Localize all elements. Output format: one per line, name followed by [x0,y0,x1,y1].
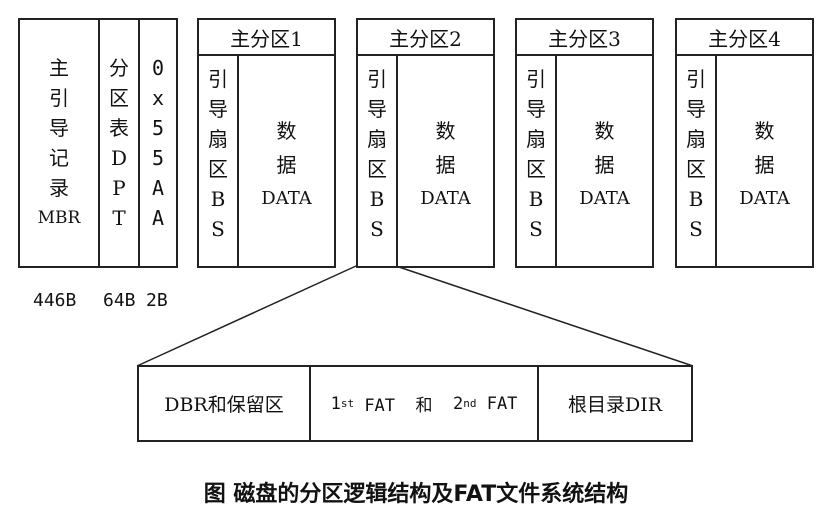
partition-3: 主分区3 引 导 扇 区 B S 数 据 DATA [515,18,654,268]
bs-char: S [211,217,225,241]
bs-char: 导 [526,97,546,121]
bs-char: 扇 [686,127,706,151]
data-char: 据 [435,153,456,177]
root-dir-label: 根目录DIR [567,394,663,416]
bs-char: B [210,187,226,211]
boot-sector-col: 引 导 扇 区 B S [677,54,717,266]
mbr-label: 主 引 导 记 录 MBR [20,20,98,266]
bs-char: 扇 [367,127,387,151]
mbr-char: 主 [49,56,69,80]
sig-char: 0 [151,56,165,80]
fat2-number: 2 [452,393,464,414]
sig-char: A [151,206,165,230]
sig-char: 5 [151,146,165,170]
data-char: 数 [435,119,456,143]
bs-char: 区 [526,157,546,181]
partition-title: 主分区1 [199,20,334,56]
zoom-line-left [136,265,357,367]
data-col: 数 据 DATA [557,54,652,266]
sig-size-label: 2B [146,290,168,311]
data-char: 据 [594,153,615,177]
data-char: 据 [276,153,297,177]
partition-title: 主分区2 [358,20,493,56]
dpt-char: 表 [109,116,129,140]
partition-title: 主分区4 [677,20,812,56]
dpt-block: 分 区 表 D P T [98,18,140,268]
data-char: DATA [261,188,312,209]
data-col: 数 据 DATA [398,54,493,266]
figure-caption: 图 磁盘的分区逻辑结构及FAT文件系统结构 [203,482,629,507]
boot-sector-col: 引 导 扇 区 B S [517,54,557,266]
mbr-block: 主 引 导 记 录 MBR [18,18,100,268]
bs-char: S [529,217,543,241]
bs-char: S [370,217,384,241]
partition-4: 主分区4 引 导 扇 区 B S 数 据 DATA [675,18,814,268]
fat1-label: FAT 和 [354,396,453,416]
bs-char: 扇 [208,127,228,151]
bs-char: 区 [367,157,387,181]
bs-char: B [369,187,385,211]
bs-char: B [528,187,544,211]
sig-char: 5 [151,116,165,140]
partition-title: 主分区3 [517,20,652,56]
dpt-char: P [112,176,126,200]
zoom-line-right [395,265,694,367]
mbr-char: 导 [49,116,69,140]
dpt-char: T [112,206,126,230]
data-char: 数 [594,119,615,143]
fat2-ordinal: nd [463,397,477,410]
dpt-size-label: 64B [103,290,136,311]
fat2-label: FAT [476,393,518,414]
mbr-size-label: 446B [33,290,77,311]
bs-char: 导 [367,97,387,121]
fat1-ordinal: st [340,397,355,410]
dpt-char: D [110,146,128,170]
data-char: 数 [276,119,297,143]
signature-block: 0 x 5 5 A A [138,18,178,268]
bs-char: 导 [208,97,228,121]
boot-sector-col: 引 导 扇 区 B S [358,54,398,266]
boot-sector-col: 引 导 扇 区 B S [199,54,239,266]
data-char: DATA [579,188,630,209]
bs-char: 引 [526,67,546,91]
partition-2: 主分区2 引 导 扇 区 B S 数 据 DATA [356,18,495,268]
data-col: 数 据 DATA [717,54,812,266]
bs-char: 区 [208,157,228,181]
dpt-label: 分 区 表 D P T [100,20,138,266]
dbr-reserved-cell: DBR和保留区 [139,367,311,440]
bs-char: 引 [208,67,228,91]
bs-char: 引 [686,67,706,91]
bs-char: 导 [686,97,706,121]
sig-char: x [151,86,165,110]
dpt-char: 分 [109,56,129,80]
mbr-char: 录 [49,176,69,200]
bs-char: 扇 [526,127,546,151]
partition-1: 主分区1 引 导 扇 区 B S 数 据 DATA [197,18,336,268]
sig-char: A [151,176,165,200]
signature-label: 0 x 5 5 A A [140,20,176,266]
data-col: 数 据 DATA [239,54,334,266]
mbr-char: 记 [49,146,69,170]
bs-char: 引 [367,67,387,91]
data-char: 据 [754,153,775,177]
dbr-reserved-label: DBR和保留区 [164,394,284,416]
mbr-char: 引 [49,86,69,110]
dpt-char: 区 [109,86,129,110]
bs-char: S [689,217,703,241]
data-char: DATA [420,188,471,209]
fat1-number: 1 [330,393,341,414]
data-char: 数 [754,119,775,143]
mbr-char: MBR [37,208,81,228]
bs-char: B [688,187,704,211]
bs-char: 区 [686,157,706,181]
root-dir-cell: 根目录DIR [539,367,691,440]
data-char: DATA [739,188,790,209]
